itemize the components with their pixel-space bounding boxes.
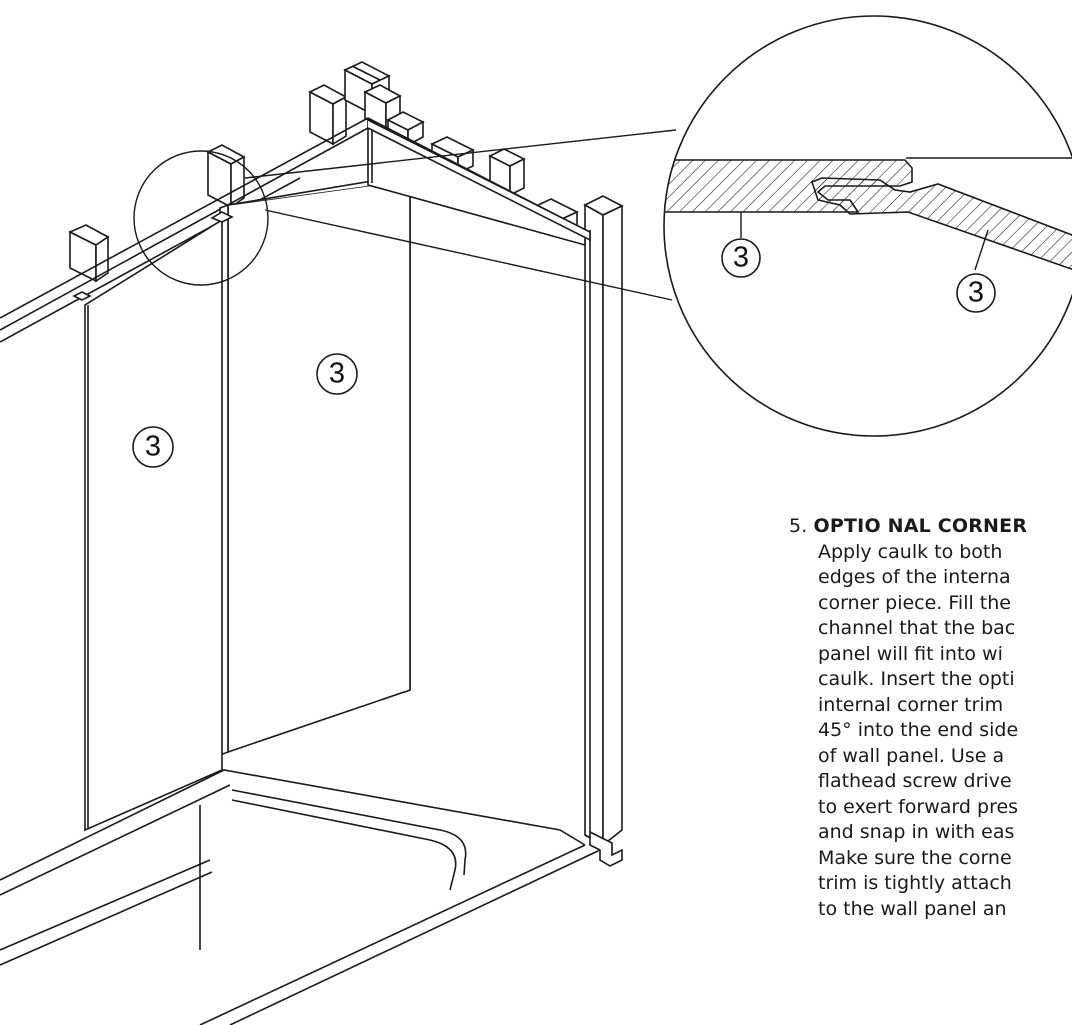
instruction-line: of wall panel. Use a <box>818 744 1005 767</box>
instruction-line: and snap in with eas <box>818 821 1015 843</box>
instruction-line: panel will fit into wi <box>818 642 1003 665</box>
step-instructions: 5.OPTIO NAL CORNER Apply caulk to both e… <box>789 514 1072 922</box>
right-wall-panel <box>367 118 591 247</box>
magnifier-circle <box>133 150 269 286</box>
step-number: 5. <box>789 515 808 537</box>
instruction-line: 45° into the end side <box>818 719 1019 741</box>
instruction-line: Make sure the corne <box>818 846 1012 869</box>
instruction-line: Apply caulk to both <box>818 540 1003 563</box>
instruction-line: edges of the interna <box>818 566 1011 588</box>
detail-view <box>663 15 1072 437</box>
shower-base <box>0 769 601 1025</box>
end-post <box>583 195 624 867</box>
callout-label: 3 <box>968 277 984 309</box>
callout-detail-right: 3 <box>956 273 996 313</box>
back-wall-panel <box>219 174 411 757</box>
detail-circle <box>663 15 1072 437</box>
instruction-line: internal corner trim <box>818 693 1004 716</box>
instruction-line: trim is tightly attach <box>818 872 1012 894</box>
wall-studs <box>68 61 579 283</box>
step-title: OPTIO NAL CORNER <box>813 515 1028 537</box>
instruction-line: flathead screw drive <box>818 770 1012 792</box>
instruction-line: to the wall panel an <box>818 897 1007 920</box>
instruction-line: caulk. Insert the opti <box>818 668 1015 690</box>
callout-main-left: 3 <box>132 426 174 468</box>
detail-leader-lines <box>133 129 677 301</box>
callout-main-right: 3 <box>316 353 358 395</box>
callout-label: 3 <box>733 242 749 274</box>
callout-label: 3 <box>329 358 345 390</box>
instruction-line: corner piece. Fill the <box>818 591 1011 614</box>
step-heading: 5.OPTIO NAL CORNER <box>789 514 1072 540</box>
left-wall-panel <box>72 211 234 832</box>
right-panel-section <box>811 177 1072 274</box>
callout-detail-left: 3 <box>721 238 761 278</box>
instruction-line: to exert forward pres <box>818 795 1019 818</box>
callout-label: 3 <box>145 431 161 463</box>
instruction-line: channel that the bac <box>818 617 1016 639</box>
